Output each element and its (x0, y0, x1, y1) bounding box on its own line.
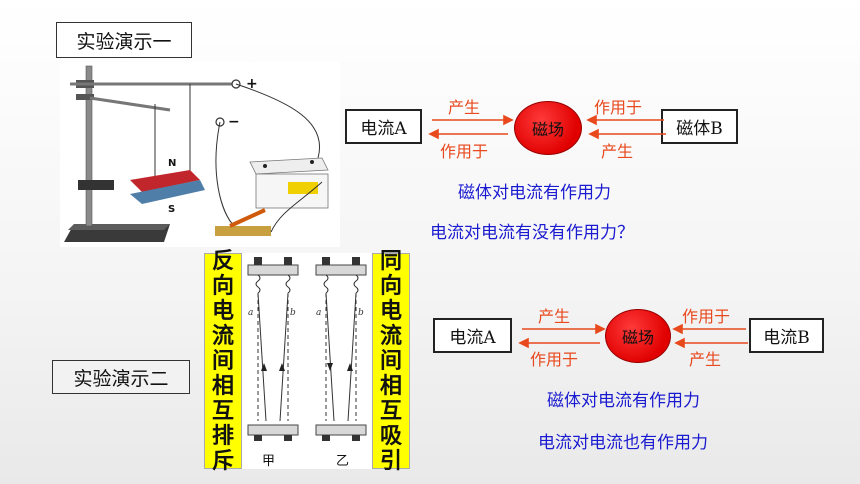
flow1-produce-label-left: 产生 (448, 98, 481, 117)
banner-attract-char: 引 (379, 448, 402, 474)
banner-attract-char: 间 (379, 348, 402, 374)
magnet-s-label: S (168, 204, 175, 215)
banner-repel-char: 间 (211, 348, 234, 374)
demo1-apparatus-illustration: N S + − (60, 62, 340, 247)
banner-repel: 反 向 电 流 间 相 互 排 斥 (204, 249, 242, 474)
banner-repel-char: 斥 (211, 448, 234, 474)
banner-attract-char: 向 (379, 273, 402, 299)
banner-attract-char: 电 (379, 298, 402, 324)
demo2-statement-2: 电流对电流也有作用力 (538, 433, 708, 453)
banner-repel-char: 互 (211, 398, 234, 424)
wire-a-label-right: a (316, 308, 321, 318)
banner-attract-char: 相 (379, 373, 402, 399)
terminal-minus-label: − (228, 114, 240, 130)
wire-b-label-left: b (290, 308, 296, 318)
banner-repel-char: 相 (211, 373, 234, 399)
caption-jia: 甲 (262, 454, 275, 469)
banner-repel-char: 电 (211, 298, 234, 324)
flow1-produce-label-right: 产生 (601, 142, 634, 161)
flow1-current-a-box: 电流A (345, 109, 422, 144)
flow2-act-on-label-right: 作用于 (682, 307, 731, 326)
banner-attract: 同 向 电 流 间 相 互 吸 引 (372, 249, 410, 474)
terminal-plus-label: + (246, 76, 258, 92)
demo1-statement-1: 磁体对电流有作用力 (458, 183, 611, 203)
banner-attract-char: 吸 (379, 423, 402, 449)
wire-b-label-right: b (358, 308, 364, 318)
banner-repel-char: 排 (211, 423, 234, 449)
flow2-arrows (518, 323, 748, 349)
banner-attract-char: 同 (379, 248, 402, 274)
demo1-title: 实验演示一 (56, 22, 192, 58)
demo2-title: 实验演示二 (52, 360, 190, 394)
flow2-produce-label-left: 产生 (538, 307, 571, 326)
demo1-statement-2: 电流对电流有没有作用力？ (430, 223, 634, 243)
demo2-statement-1: 磁体对电流有作用力 (547, 391, 700, 411)
banner-repel-char: 向 (211, 273, 234, 299)
flow2-produce-label-right: 产生 (689, 350, 722, 369)
flow1-magnetic-field-circle: 磁场 (514, 101, 582, 155)
flow2-magnetic-field-circle: 磁场 (605, 309, 671, 363)
flow2-act-on-label-left: 作用于 (530, 350, 579, 369)
caption-yi: 乙 (336, 454, 349, 469)
flow1-magnet-b-box: 磁体B (661, 109, 738, 144)
banner-attract-char: 流 (379, 323, 402, 349)
banner-attract-char: 互 (379, 398, 402, 424)
wire-a-label-left: a (248, 308, 253, 318)
banner-repel-char: 流 (211, 323, 234, 349)
parallel-wires-illustration: a b a b 甲 乙 (242, 253, 372, 469)
magnet-n-label: N (168, 158, 176, 169)
flow1-act-on-label-left: 作用于 (440, 142, 489, 161)
flow1-arrows (428, 114, 666, 140)
flow2-current-a-box: 电流A (433, 318, 512, 353)
flow1-act-on-label-right: 作用于 (594, 98, 643, 117)
banner-repel-char: 反 (211, 248, 234, 274)
flow2-current-b-box: 电流B (749, 318, 824, 353)
